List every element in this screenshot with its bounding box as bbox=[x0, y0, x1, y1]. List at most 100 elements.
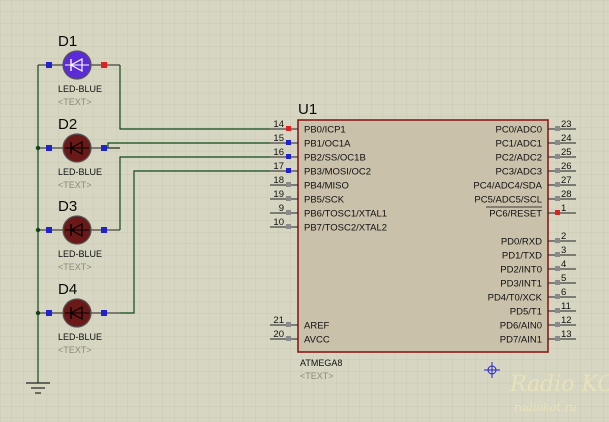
mcu-pin-name: PC2/ADC2 bbox=[496, 153, 542, 164]
mcu-pin-name: PC6/RESET bbox=[489, 209, 542, 220]
crosshair-cursor-icon bbox=[484, 362, 500, 378]
led-text-placeholder: <TEXT> bbox=[58, 345, 92, 355]
mcu-pin-number: 5 bbox=[561, 273, 566, 284]
mcu-pin-name: PC5/ADC5/SCL bbox=[474, 195, 542, 206]
mcu-pin-2-marker[interactable] bbox=[555, 238, 560, 243]
wire-d4-pb3 bbox=[120, 170, 270, 314]
mcu-pin-1-marker[interactable] bbox=[555, 210, 560, 215]
mcu-pin-number: 16 bbox=[273, 147, 284, 158]
mcu-pin-number: 11 bbox=[561, 301, 571, 312]
led-ref-label: D1 bbox=[58, 33, 77, 50]
mcu-pin-21-marker[interactable] bbox=[286, 322, 291, 327]
led-anode-marker bbox=[101, 310, 107, 316]
mcu-pin-name: PB1/OC1A bbox=[304, 139, 351, 150]
led-anode-marker bbox=[101, 62, 107, 68]
wire-d3-pb2 bbox=[119, 156, 270, 230]
mcu-pin-17-marker[interactable] bbox=[286, 168, 291, 173]
mcu-pin-28-marker[interactable] bbox=[555, 196, 560, 201]
mcu-pin-4-marker[interactable] bbox=[555, 266, 560, 271]
mcu-pin-name: PD3/INT1 bbox=[500, 279, 542, 290]
mcu-pin-19-marker[interactable] bbox=[286, 196, 291, 201]
mcu-pin-15-marker[interactable] bbox=[286, 140, 291, 145]
mcu-pin-12-marker[interactable] bbox=[555, 322, 560, 327]
mcu-pin-name: PB3/MOSI/OC2 bbox=[304, 167, 371, 178]
mcu-pin-27-marker[interactable] bbox=[555, 182, 560, 187]
watermark-url: radiokot.ru bbox=[514, 401, 577, 414]
mcu-pin-name: PB5/SCK bbox=[304, 195, 345, 206]
mcu-pin-number: 3 bbox=[561, 245, 566, 256]
mcu-pin-number: 26 bbox=[561, 161, 572, 172]
mcu-pin-16-marker[interactable] bbox=[286, 154, 291, 159]
mcu-pin-5-marker[interactable] bbox=[555, 280, 560, 285]
mcu-pin-10-marker[interactable] bbox=[286, 224, 291, 229]
mcu-pin-number: 21 bbox=[273, 315, 284, 326]
led-text-placeholder: <TEXT> bbox=[58, 180, 92, 190]
mcu-pin-number: 17 bbox=[273, 161, 284, 172]
led-ref-label: D2 bbox=[58, 116, 77, 133]
mcu-pin-14-marker[interactable] bbox=[286, 126, 291, 131]
mcu-pin-11-marker[interactable] bbox=[555, 308, 560, 313]
mcu-pin-20-marker[interactable] bbox=[286, 336, 291, 341]
mcu-pin-name: PB2/SS/OC1B bbox=[304, 153, 366, 164]
mcu-pin-name: PC3/ADC3 bbox=[496, 167, 542, 178]
mcu-pin-name: PD0/RXD bbox=[501, 237, 542, 248]
mcu-pin-name: PC0/ADC0 bbox=[496, 125, 542, 136]
wire-d1-pb0 bbox=[119, 65, 270, 130]
mcu-right-pins: 23PC0/ADC024PC1/ADC125PC2/ADC226PC3/ADC3… bbox=[473, 119, 576, 346]
led-part-name: LED-BLUE bbox=[58, 249, 102, 259]
mcu-ref-label: U1 bbox=[298, 101, 317, 118]
mcu-pin-24-marker[interactable] bbox=[555, 140, 560, 145]
led-ref-label: D3 bbox=[58, 198, 77, 215]
mcu-pin-9-marker[interactable] bbox=[286, 210, 291, 215]
mcu-pin-name: PD6/AIN0 bbox=[500, 321, 542, 332]
led-cathode-marker bbox=[46, 62, 52, 68]
led-part-name: LED-BLUE bbox=[58, 332, 102, 342]
mcu-pin-13-marker[interactable] bbox=[555, 336, 560, 341]
mcu-part-name: ATMEGA8 bbox=[300, 358, 342, 368]
mcu-pin-18-marker[interactable] bbox=[286, 182, 291, 187]
mcu-pin-number: 1 bbox=[561, 203, 566, 214]
mcu-pin-name: PC4/ADC4/SDA bbox=[473, 181, 542, 192]
led-text-placeholder: <TEXT> bbox=[58, 97, 92, 107]
mcu-pin-number: 28 bbox=[561, 189, 572, 200]
mcu-pin-number: 20 bbox=[273, 329, 284, 340]
watermark: Radio KOT radiokot.ru bbox=[509, 372, 609, 414]
mcu-pin-number: 6 bbox=[561, 287, 566, 298]
led-cathode-marker bbox=[46, 145, 52, 151]
mcu-pin-name: PB0/ICP1 bbox=[304, 125, 346, 136]
led-anode-marker bbox=[101, 227, 107, 233]
watermark-title: Radio KOT bbox=[509, 372, 609, 397]
mcu-pin-25-marker[interactable] bbox=[555, 154, 560, 159]
mcu-body[interactable] bbox=[297, 119, 549, 353]
mcu-pin-number: 12 bbox=[561, 315, 572, 326]
mcu-pin-name: PD1/TXD bbox=[502, 251, 542, 262]
mcu-pin-number: 14 bbox=[273, 119, 284, 130]
mcu-pin-name: PC1/ADC1 bbox=[496, 139, 542, 150]
mcu-pin-number: 18 bbox=[273, 175, 284, 186]
mcu-pin-name: PD7/AIN1 bbox=[500, 335, 542, 346]
mcu-pin-23-marker[interactable] bbox=[555, 126, 560, 131]
mcu-text-placeholder: <TEXT> bbox=[300, 371, 334, 381]
mcu-pin-name: AVCC bbox=[304, 335, 330, 346]
mcu-pin-3-marker[interactable] bbox=[555, 252, 560, 257]
leds-layer: D1LED-BLUE<TEXT>D2LED-BLUE<TEXT>D3LED-BL… bbox=[38, 33, 120, 355]
mcu-pin-number: 15 bbox=[273, 133, 284, 144]
mcu-pin-number: 10 bbox=[273, 217, 284, 228]
led-text-placeholder: <TEXT> bbox=[58, 262, 92, 272]
mcu-pin-name: PB4/MISO bbox=[304, 181, 349, 192]
mcu-pin-number: 9 bbox=[279, 203, 284, 214]
mcu-pin-number: 25 bbox=[561, 147, 572, 158]
mcu-pin-name: PD4/T0/XCK bbox=[488, 293, 543, 304]
led-anode-marker bbox=[101, 145, 107, 151]
mcu-pin-6-marker[interactable] bbox=[555, 294, 560, 299]
mcu-pin-26-marker[interactable] bbox=[555, 168, 560, 173]
mcu-pin-name: PB7/TOSC2/XTAL2 bbox=[304, 223, 387, 234]
mcu-pin-number: 27 bbox=[561, 175, 572, 186]
